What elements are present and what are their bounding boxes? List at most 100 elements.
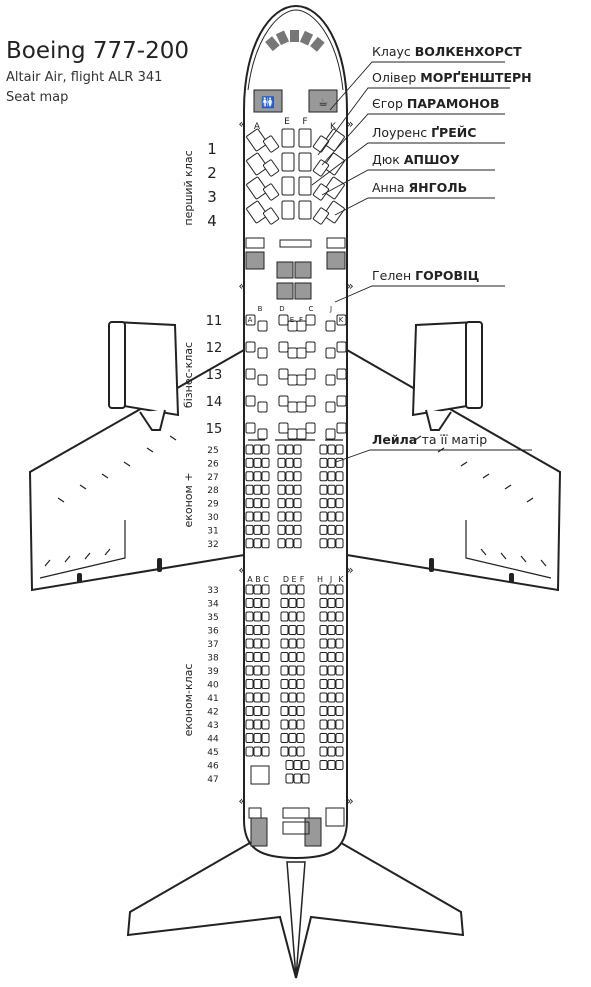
seat-icon[interactable] — [296, 611, 305, 622]
seat-icon[interactable] — [285, 457, 294, 468]
seat-icon[interactable] — [261, 652, 270, 662]
seat-icon[interactable] — [296, 625, 305, 635]
seat-icon[interactable] — [327, 484, 336, 495]
seat-icon[interactable] — [280, 679, 289, 689]
seat-icon[interactable] — [335, 733, 344, 743]
seat-icon[interactable] — [336, 368, 347, 380]
seat-icon[interactable] — [327, 652, 336, 662]
seat-icon[interactable] — [261, 444, 270, 455]
seat-icon[interactable] — [287, 374, 298, 386]
seat-icon[interactable] — [253, 484, 262, 495]
seat-icon[interactable] — [335, 484, 344, 495]
seat-icon[interactable] — [261, 471, 270, 482]
seat-icon[interactable] — [277, 444, 286, 455]
seat-icon[interactable] — [319, 719, 328, 730]
seat-icon[interactable] — [319, 444, 328, 455]
seat-icon[interactable] — [305, 341, 316, 353]
seat-icon[interactable] — [262, 135, 280, 153]
seat-icon[interactable] — [335, 598, 344, 608]
seat-icon[interactable] — [319, 706, 328, 716]
seat-icon[interactable] — [245, 598, 254, 608]
seat-icon[interactable] — [246, 200, 268, 224]
seat-icon[interactable] — [325, 347, 336, 359]
seat-icon[interactable] — [327, 692, 336, 703]
seat-icon[interactable] — [296, 584, 305, 595]
seat-icon[interactable] — [296, 719, 305, 730]
seat-icon[interactable] — [305, 368, 316, 380]
seat-icon[interactable] — [261, 584, 270, 595]
seat-icon[interactable] — [296, 652, 305, 662]
seat-icon[interactable] — [296, 665, 305, 676]
seat-icon[interactable] — [261, 625, 270, 635]
seat-icon[interactable] — [246, 152, 268, 176]
seat-icon[interactable] — [261, 498, 270, 509]
seat-icon[interactable] — [319, 471, 328, 482]
seat-icon[interactable] — [253, 598, 262, 608]
seat-icon[interactable] — [280, 584, 289, 595]
seat-icon[interactable] — [285, 511, 294, 522]
seat-icon[interactable] — [245, 457, 254, 468]
seat-icon[interactable] — [245, 638, 254, 649]
seat-icon[interactable] — [288, 638, 297, 649]
seat-icon[interactable] — [293, 498, 302, 509]
seat-icon[interactable] — [277, 538, 286, 549]
seat-icon[interactable] — [335, 471, 344, 482]
seat-icon[interactable] — [261, 538, 270, 549]
seat-icon[interactable] — [319, 584, 328, 595]
seat-icon[interactable] — [335, 584, 344, 595]
seat-icon[interactable] — [327, 733, 336, 743]
seat-icon[interactable] — [296, 706, 305, 716]
seat-icon[interactable] — [280, 625, 289, 635]
seat-icon[interactable] — [261, 665, 270, 676]
seat-icon[interactable] — [296, 679, 305, 689]
seat-icon[interactable] — [277, 524, 286, 535]
seat-icon[interactable] — [288, 652, 297, 662]
seat-icon[interactable] — [319, 511, 328, 522]
seat-icon[interactable] — [335, 706, 344, 716]
seat-icon[interactable] — [298, 152, 312, 172]
seat-icon[interactable] — [245, 395, 256, 407]
seat-icon[interactable] — [319, 746, 328, 757]
seat-icon[interactable] — [261, 746, 270, 757]
seat-icon[interactable] — [335, 679, 344, 689]
seat-icon[interactable] — [327, 524, 336, 535]
seat-icon[interactable] — [261, 733, 270, 743]
seat-icon[interactable] — [277, 511, 286, 522]
seat-icon[interactable] — [288, 665, 297, 676]
seat-icon[interactable] — [285, 444, 294, 455]
seat-icon[interactable] — [288, 679, 297, 689]
seat-icon[interactable] — [327, 584, 336, 595]
seat-icon[interactable] — [327, 611, 336, 622]
seat-icon[interactable] — [296, 428, 307, 440]
seat-icon[interactable] — [261, 719, 270, 730]
seat-icon[interactable] — [305, 422, 316, 434]
seat-icon[interactable] — [280, 611, 289, 622]
seat-icon[interactable] — [262, 183, 280, 201]
seat-icon[interactable] — [296, 347, 307, 359]
seat-icon[interactable] — [288, 625, 297, 635]
seat-icon[interactable] — [278, 341, 289, 353]
seat-icon[interactable] — [319, 733, 328, 743]
seat-icon[interactable] — [319, 692, 328, 703]
seat-icon[interactable] — [327, 625, 336, 635]
seat-icon[interactable] — [245, 341, 256, 353]
seat-icon[interactable] — [336, 341, 347, 353]
seat-icon[interactable] — [253, 611, 262, 622]
seat-icon[interactable] — [280, 692, 289, 703]
seat-icon[interactable] — [285, 498, 294, 509]
seat-icon[interactable] — [335, 511, 344, 522]
seat-icon[interactable] — [319, 457, 328, 468]
seat-icon[interactable] — [296, 692, 305, 703]
seat-icon[interactable] — [319, 679, 328, 689]
seat-icon[interactable] — [245, 733, 254, 743]
seat-icon[interactable] — [285, 773, 294, 784]
seat-icon[interactable] — [296, 733, 305, 743]
seat-icon[interactable] — [319, 625, 328, 635]
seat-icon[interactable] — [288, 692, 297, 703]
seat-icon[interactable] — [296, 746, 305, 757]
seat-icon[interactable] — [327, 665, 336, 676]
seat-icon[interactable] — [327, 538, 336, 549]
seat-icon[interactable] — [312, 135, 330, 153]
seat-icon[interactable] — [293, 471, 302, 482]
seat-icon[interactable] — [253, 511, 262, 522]
